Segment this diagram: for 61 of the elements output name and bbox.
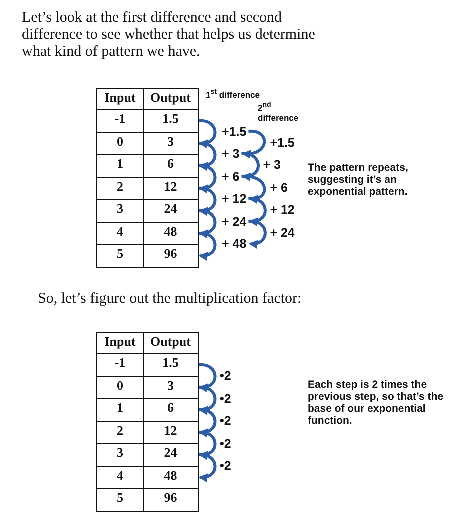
difference-value: +1.5 (222, 124, 247, 138)
edge-label: + 24 (270, 226, 295, 240)
table-cell: 3 (143, 132, 198, 156)
curved-arrow (198, 232, 217, 260)
curved-arrow (248, 198, 267, 226)
intro-paragraph: Let’s look at the first difference and second difference to see whether that helps us determine what kind of pattern we have. (22, 10, 316, 61)
table-cell: 48 (143, 466, 198, 490)
column-heading: 1$^{st}$ difference (206, 88, 262, 100)
table-cell: 96 (143, 244, 198, 268)
curved-arrow (198, 454, 217, 482)
table-cell: 6 (143, 154, 198, 178)
table-cell: 24 (143, 199, 198, 223)
note-text: The pattern repeats, suggesting it’s an exponential pattern. (308, 162, 410, 198)
table-cell: 3 (96, 199, 144, 223)
edge-label: •2 (220, 414, 232, 428)
sentence: So, let’s figure out the multiplication factor: (38, 291, 303, 308)
table-cell: 1 (96, 398, 144, 422)
table-cell: 1.5 (143, 109, 198, 133)
table-cell: 5 (96, 488, 144, 512)
difference-value: + 3 (222, 147, 240, 161)
difference-value: + 6 (222, 170, 240, 184)
table-cell: 1.5 (143, 353, 198, 377)
table-cell: 5 (96, 244, 144, 268)
edge-label: + 6 (270, 180, 288, 195)
curved-arrow (198, 120, 217, 148)
table-cell: 1 (96, 154, 144, 178)
curved-arrow (198, 187, 217, 216)
edge-label: +1.5 (270, 136, 295, 150)
edge-label: •2 (220, 459, 232, 474)
edge-label: + 3 (263, 158, 281, 172)
table-cell: 3 (96, 443, 144, 467)
table-cell: -1 (96, 109, 144, 133)
table-cell: 3 (143, 376, 198, 400)
table-cell: 48 (143, 222, 198, 246)
curved-arrow (198, 210, 217, 238)
difference-value: + 24 (222, 214, 247, 228)
curved-arrow (242, 175, 266, 204)
edge-label: •2 (220, 369, 232, 384)
difference-value: + 12 (222, 192, 247, 206)
curved-arrow (198, 386, 217, 414)
column-heading: 2$^{nd}$ difference (258, 101, 300, 123)
curved-arrow (198, 431, 217, 460)
curved-arrow (198, 142, 217, 170)
table-header-cell: Output (143, 88, 198, 110)
curved-arrow (198, 408, 217, 437)
curved-arrow (198, 364, 217, 392)
table-cell: 6 (143, 398, 198, 422)
table-cell: 24 (143, 443, 198, 467)
edge-label: •2 (220, 436, 232, 451)
table-cell: 12 (143, 176, 198, 200)
edge-label: •2 (220, 392, 232, 406)
note-text: Each step is 2 times the previous step, so that’s the base of our exponential function. (308, 379, 445, 427)
edge-label: + 12 (270, 203, 295, 218)
curved-arrow (248, 220, 267, 248)
curved-arrow (198, 164, 217, 193)
curved-arrow (242, 152, 260, 181)
difference-value: + 48 (222, 237, 247, 251)
table-cell: 12 (143, 420, 198, 444)
table-header-cell: Output (143, 332, 198, 354)
table-cell: -1 (96, 353, 144, 377)
table-cell: 96 (143, 488, 198, 512)
